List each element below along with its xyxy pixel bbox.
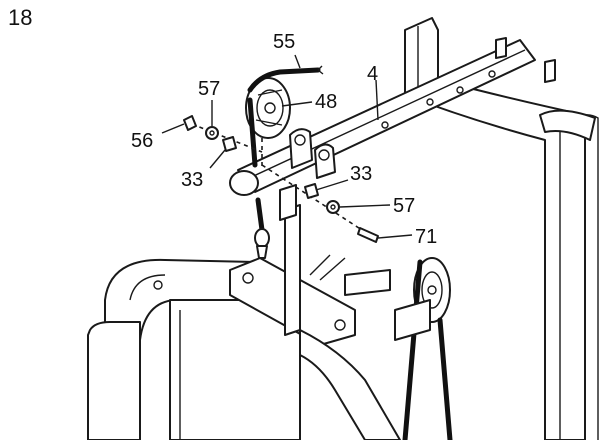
cable-part-55 [247,65,324,259]
callout-48: 48 [315,91,337,113]
callout-33-left: 33 [181,169,203,191]
callout-4: 4 [367,63,378,85]
lower-pulley [394,257,453,440]
pulley-part-48 [245,77,291,139]
callout-57-upper: 57 [198,78,220,100]
seat-frame [87,258,301,440]
crossbar-part-4 [229,37,556,221]
callout-57-lower: 57 [393,195,415,217]
lower-bracket [229,204,401,440]
leader-lines [161,54,413,239]
callout-56: 56 [131,130,153,152]
step-number: 18 [8,5,32,30]
hardware [183,115,379,243]
callout-55: 55 [273,31,295,53]
callout-71: 71 [415,226,437,248]
callout-33-right: 33 [350,163,372,185]
